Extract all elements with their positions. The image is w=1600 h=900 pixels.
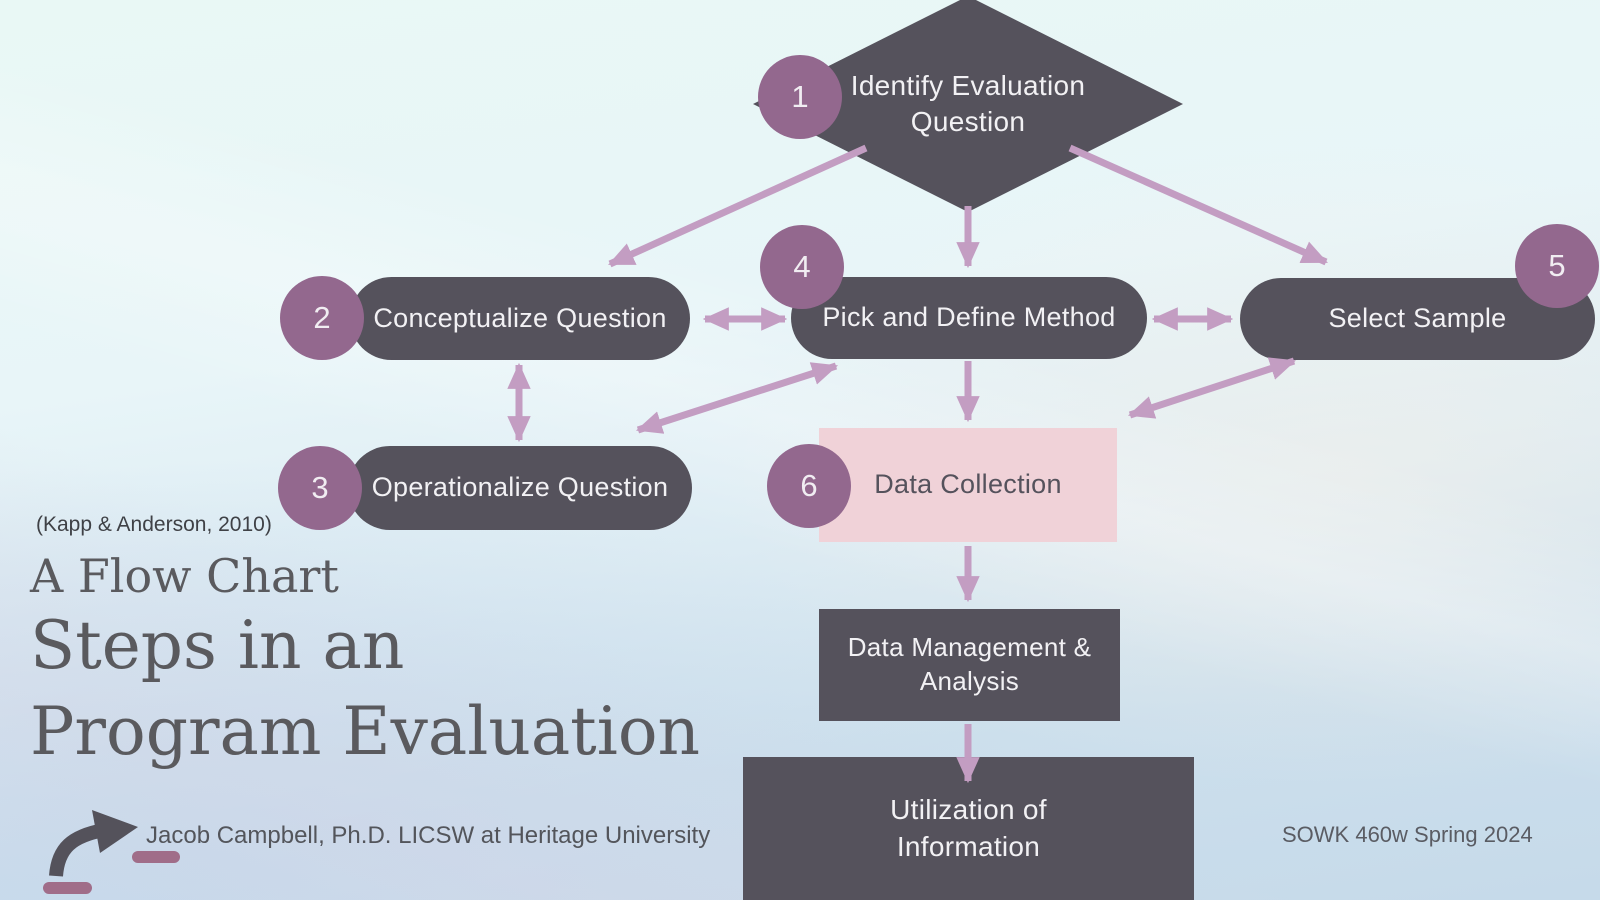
step-number: 5 [1548, 248, 1566, 283]
node-operationalize-question: Operationalize Question [348, 446, 692, 530]
slide-title-line2: Program Evaluation [30, 692, 701, 770]
footer-course: SOWK 460w Spring 2024 [1282, 822, 1533, 847]
step-number: 4 [793, 249, 811, 284]
node-label: Select Sample [1328, 303, 1507, 334]
step-circle-1: 1 [758, 55, 842, 139]
citation-text: (Kapp & Anderson, 2010) [36, 513, 272, 536]
step-circle-4: 4 [760, 225, 844, 309]
node-data-collection: Data Collection [819, 428, 1117, 542]
footer-author: Jacob Campbell, Ph.D. LICSW at Heritage … [146, 822, 711, 849]
step-number: 2 [313, 300, 331, 335]
edge-operationalize-pick-method [635, 362, 839, 434]
node-conceptualize-question: Conceptualize Question [350, 277, 690, 360]
slide-title-line1: Steps in an [30, 606, 405, 684]
node-label: Pick and Define Method [822, 302, 1116, 333]
step-circle-3: 3 [278, 446, 362, 530]
step-number: 1 [791, 79, 809, 114]
node-label: Identify Evaluation Question [850, 69, 1086, 137]
node-label: Data Management & Analysis [847, 632, 1092, 696]
node-label: Data Collection [874, 469, 1062, 500]
step-circle-6: 6 [767, 444, 851, 528]
edge-identify-conceptualize [608, 144, 868, 268]
node-label: Utilization of Information [890, 794, 1047, 862]
node-data-management-analysis: Data Management & Analysis [819, 609, 1120, 721]
edge-select-sample-data-collection [1127, 357, 1297, 419]
curved-arrow-icon [43, 810, 180, 894]
node-pick-and-define-method: Pick and Define Method [791, 277, 1147, 359]
step-circle-2: 2 [280, 276, 364, 360]
node-label: Operationalize Question [371, 472, 669, 503]
step-circle-5: 5 [1515, 224, 1599, 308]
node-label: Conceptualize Question [373, 302, 667, 333]
step-number: 6 [800, 468, 818, 503]
edge-identify-select-sample [1068, 144, 1328, 266]
step-number: 3 [311, 470, 329, 505]
slide-kicker: A Flow Chart [30, 549, 339, 603]
title-block: A Flow Chart Steps in an Program Evaluat… [30, 550, 700, 774]
